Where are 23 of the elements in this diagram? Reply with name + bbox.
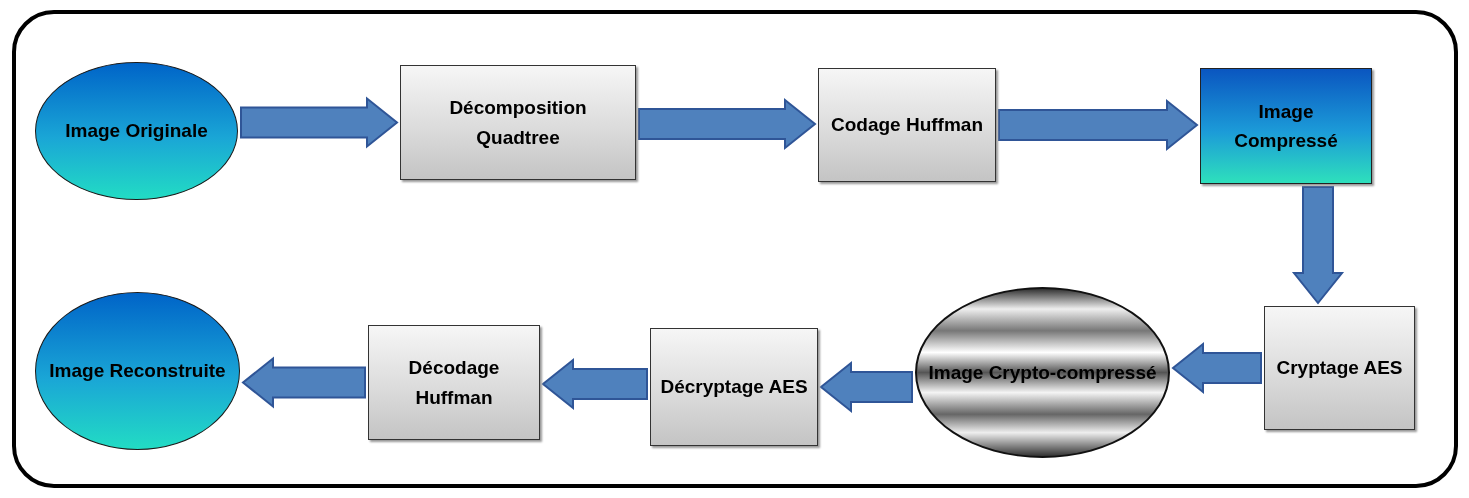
block-arrow	[541, 357, 648, 411]
block-arrow	[241, 356, 366, 409]
process-box	[368, 325, 540, 440]
process-box	[1264, 306, 1415, 430]
process-box	[650, 328, 818, 446]
node-label: Image Reconstruite	[48, 359, 227, 384]
block-arrow	[240, 96, 399, 149]
process-box	[400, 65, 636, 180]
process-box	[818, 68, 996, 182]
node-label: Image Originale	[64, 119, 209, 144]
node-label: Décodage Huffman	[407, 356, 501, 410]
block-arrow	[1291, 186, 1345, 305]
block-arrow	[1171, 341, 1262, 395]
block-arrow	[998, 98, 1199, 152]
node-label: Décomposition Quadtree	[448, 96, 588, 150]
node-label: Image Crypto-compressé	[927, 360, 1158, 385]
data-box	[1200, 68, 1372, 184]
node-label: Cryptage AES	[1275, 356, 1404, 381]
node-label: Image Compressé	[1233, 99, 1339, 153]
node-label: Codage Huffman	[830, 113, 984, 138]
block-arrow	[638, 97, 817, 151]
node-label: Décryptage AES	[659, 375, 809, 400]
block-arrow	[819, 360, 913, 414]
